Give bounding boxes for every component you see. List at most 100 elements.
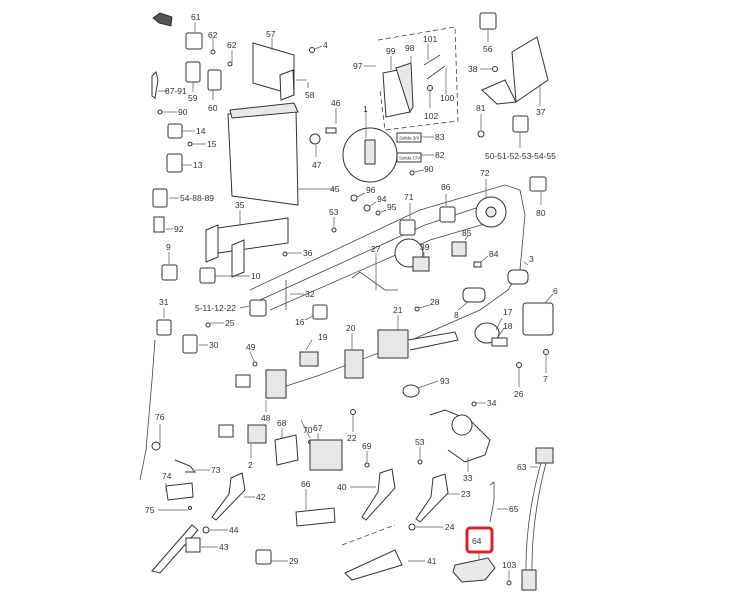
callout-14[interactable]: 14 <box>196 126 206 136</box>
callout-10[interactable]: 10 <box>251 271 261 281</box>
callout-45[interactable]: 45 <box>330 184 340 194</box>
callout-9[interactable]: 9 <box>166 242 171 252</box>
callout-98[interactable]: 98 <box>405 43 415 53</box>
callout-86[interactable]: 86 <box>441 182 451 192</box>
callout-37[interactable]: 37 <box>536 107 546 117</box>
callout-53b[interactable]: 53 <box>415 437 425 447</box>
callout-24[interactable]: 24 <box>445 522 455 532</box>
callout-30[interactable]: 30 <box>209 340 219 350</box>
callout-99[interactable]: 99 <box>386 46 396 56</box>
callout-90a[interactable]: 90 <box>178 107 188 117</box>
sensor-23: 23 <box>415 473 471 523</box>
callout-41[interactable]: 41 <box>427 556 437 566</box>
callout-94[interactable]: 94 <box>377 194 387 204</box>
callout-29[interactable]: 29 <box>289 556 299 566</box>
callout-46[interactable]: 46 <box>331 98 341 108</box>
callout-87-91[interactable]: 87-91 <box>165 86 187 96</box>
callout-7[interactable]: 7 <box>543 374 548 384</box>
callout-65[interactable]: 65 <box>509 504 519 514</box>
callout-62b[interactable]: 62 <box>227 40 237 50</box>
callout-75[interactable]: 75 <box>145 505 155 515</box>
relay-71: 71 <box>399 192 416 236</box>
callout-82[interactable]: 82 <box>435 150 445 160</box>
callout-69[interactable]: 69 <box>362 441 372 451</box>
callout-56[interactable]: 56 <box>483 44 493 54</box>
callout-20[interactable]: 20 <box>346 323 356 333</box>
callout-103[interactable]: 103 <box>502 560 516 570</box>
callout-40[interactable]: 40 <box>337 482 347 492</box>
callout-38[interactable]: 38 <box>468 64 478 74</box>
callout-81[interactable]: 81 <box>476 103 486 113</box>
callout-42[interactable]: 42 <box>256 492 266 502</box>
callout-36[interactable]: 36 <box>303 248 313 258</box>
callout-72[interactable]: 72 <box>480 168 490 178</box>
callout-83[interactable]: 83 <box>435 132 445 142</box>
callout-35[interactable]: 35 <box>235 200 245 210</box>
callout-85[interactable]: 85 <box>462 228 472 238</box>
callout-21[interactable]: 21 <box>393 305 403 315</box>
callout-19[interactable]: 19 <box>318 332 328 342</box>
callout-59[interactable]: 59 <box>188 93 198 103</box>
callout-32[interactable]: 32 <box>305 289 315 299</box>
callout-50-55[interactable]: 50-51-52-53-54-55 <box>485 151 556 161</box>
callout-31[interactable]: 31 <box>159 297 169 307</box>
callout-66[interactable]: 66 <box>301 479 311 489</box>
callout-18[interactable]: 18 <box>503 321 513 331</box>
callout-101[interactable]: 101 <box>423 34 437 44</box>
callout-39[interactable]: 39 <box>420 242 430 252</box>
callout-61[interactable]: 61 <box>191 12 201 22</box>
callout-102[interactable]: 102 <box>424 111 438 121</box>
callout-76[interactable]: 76 <box>155 412 165 422</box>
bracket-32: 32 <box>285 280 315 310</box>
callout-26[interactable]: 26 <box>514 389 524 399</box>
callout-93[interactable]: 93 <box>440 376 450 386</box>
callout-1[interactable]: 1 <box>363 104 368 114</box>
callout-70[interactable]: 70 <box>303 425 313 435</box>
callout-6[interactable]: 6 <box>553 286 558 296</box>
callout-60[interactable]: 60 <box>208 103 218 113</box>
callout-3[interactable]: 3 <box>529 254 534 264</box>
callout-63[interactable]: 63 <box>517 462 527 472</box>
callout-43[interactable]: 43 <box>219 542 229 552</box>
callout-90b[interactable]: 90 <box>424 164 434 174</box>
callout-64[interactable]: 64 <box>472 536 482 546</box>
callout-57[interactable]: 57 <box>266 29 276 39</box>
callout-48[interactable]: 48 <box>261 413 271 423</box>
callout-13[interactable]: 13 <box>193 160 203 170</box>
callout-67[interactable]: 67 <box>313 423 323 433</box>
callout-23[interactable]: 23 <box>461 489 471 499</box>
callout-5-11-12-22[interactable]: 5-11-12-22 <box>195 303 236 313</box>
callout-2[interactable]: 2 <box>248 460 253 470</box>
callout-49[interactable]: 49 <box>246 342 256 352</box>
callout-15[interactable]: 15 <box>207 139 217 149</box>
callout-33[interactable]: 33 <box>463 473 473 483</box>
callout-62a[interactable]: 62 <box>208 30 218 40</box>
callout-25[interactable]: 25 <box>225 318 235 328</box>
callout-96[interactable]: 96 <box>366 185 376 195</box>
callout-73[interactable]: 73 <box>211 465 221 475</box>
callout-53a[interactable]: 53 <box>329 207 339 217</box>
callout-4[interactable]: 4 <box>323 40 328 50</box>
callout-22[interactable]: 22 <box>347 433 357 443</box>
callout-17[interactable]: 17 <box>503 307 513 317</box>
callout-44[interactable]: 44 <box>229 525 239 535</box>
ignition-lock-33: 33 <box>429 409 491 483</box>
callout-28[interactable]: 28 <box>430 297 440 307</box>
callout-74[interactable]: 74 <box>162 471 172 481</box>
relay-14: 14 <box>167 123 206 139</box>
callout-95[interactable]: 95 <box>387 202 397 212</box>
callout-71[interactable]: 71 <box>404 192 414 202</box>
callout-16[interactable]: 16 <box>295 317 305 327</box>
callout-8[interactable]: 8 <box>454 310 459 320</box>
callout-27[interactable]: 27 <box>371 244 381 254</box>
callout-34[interactable]: 34 <box>487 398 497 408</box>
callout-68[interactable]: 68 <box>277 418 287 428</box>
callout-100[interactable]: 100 <box>440 93 454 103</box>
callout-84[interactable]: 84 <box>489 249 499 259</box>
callout-58[interactable]: 58 <box>305 90 315 100</box>
callout-97[interactable]: 97 <box>353 61 363 71</box>
callout-80[interactable]: 80 <box>536 208 546 218</box>
callout-47[interactable]: 47 <box>312 160 322 170</box>
callout-92[interactable]: 92 <box>174 224 184 234</box>
callout-54-88-89[interactable]: 54-88-89 <box>180 193 214 203</box>
